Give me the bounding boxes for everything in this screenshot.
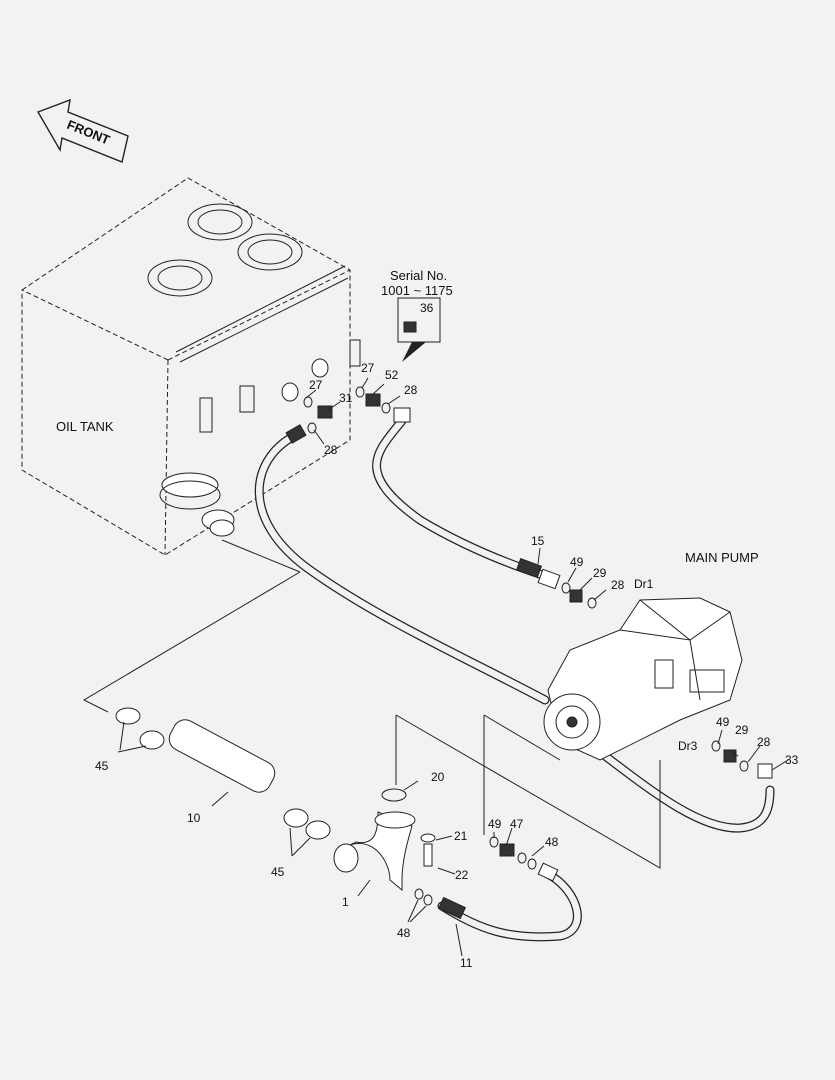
serial-line2: 1001 ~ 1175	[381, 283, 453, 298]
callout-45a: 45	[95, 759, 109, 773]
callout-1: 1	[342, 895, 349, 909]
callout-29a: 29	[593, 566, 607, 580]
callout-28c: 28	[611, 578, 625, 592]
callout-numbers: 27 52 27 28 31 28 15 49 29 28 49 28 29 3…	[95, 361, 799, 970]
callout-33: 33	[785, 753, 799, 767]
front-label: FRONT	[65, 117, 112, 148]
tank-fittings	[281, 358, 411, 434]
callout-27b: 27	[309, 378, 323, 392]
callout-11: 11	[460, 956, 473, 970]
callout-49a: 49	[570, 555, 584, 569]
callout-47: 47	[510, 817, 524, 831]
hose-11	[437, 862, 582, 942]
callout-52: 52	[385, 368, 399, 382]
main-pump-label: MAIN PUMP	[685, 550, 759, 565]
callout-15: 15	[531, 534, 545, 548]
hose-33	[595, 747, 775, 833]
dr3-label: Dr3	[678, 739, 698, 753]
main-pump: MAIN PUMP Dr1 Dr3	[543, 550, 759, 761]
dr1-label: Dr1	[634, 577, 654, 591]
hose-15	[372, 413, 561, 590]
callout-29b: 29	[735, 723, 749, 737]
callout-28a: 28	[404, 383, 418, 397]
callout-36: 36	[420, 301, 434, 315]
serial-callout: Serial No. 1001 ~ 1175 36	[381, 268, 453, 362]
callout-45b: 45	[271, 865, 285, 879]
callout-22: 22	[455, 868, 469, 882]
callout-31: 31	[339, 391, 353, 405]
oil-tank-label: OIL TANK	[56, 419, 114, 434]
callout-20: 20	[431, 770, 445, 784]
callout-10: 10	[187, 811, 201, 825]
front-arrow: FRONT	[36, 98, 129, 163]
callout-28b: 28	[324, 443, 338, 457]
callout-49b: 49	[716, 715, 730, 729]
callout-27a: 27	[361, 361, 375, 375]
suction-assembly	[82, 539, 661, 906]
callout-28d: 28	[757, 735, 771, 749]
callout-21: 21	[454, 829, 468, 843]
hose-main-drain	[254, 424, 550, 705]
callout-48a: 48	[545, 835, 559, 849]
oil-tank: OIL TANK	[21, 177, 361, 556]
callout-48b: 48	[397, 926, 411, 940]
leader-lines	[117, 377, 789, 957]
callout-49c: 49	[488, 817, 502, 831]
serial-line1: Serial No.	[390, 268, 447, 283]
